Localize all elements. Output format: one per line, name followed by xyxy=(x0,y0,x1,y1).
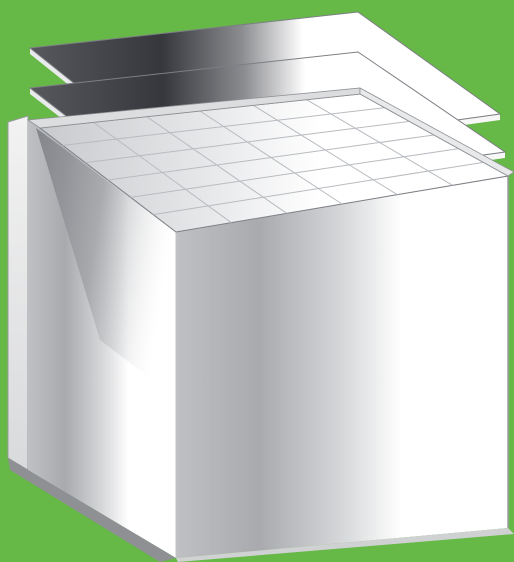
cube-drawing xyxy=(0,0,514,562)
layered-cube-illustration xyxy=(0,0,514,562)
